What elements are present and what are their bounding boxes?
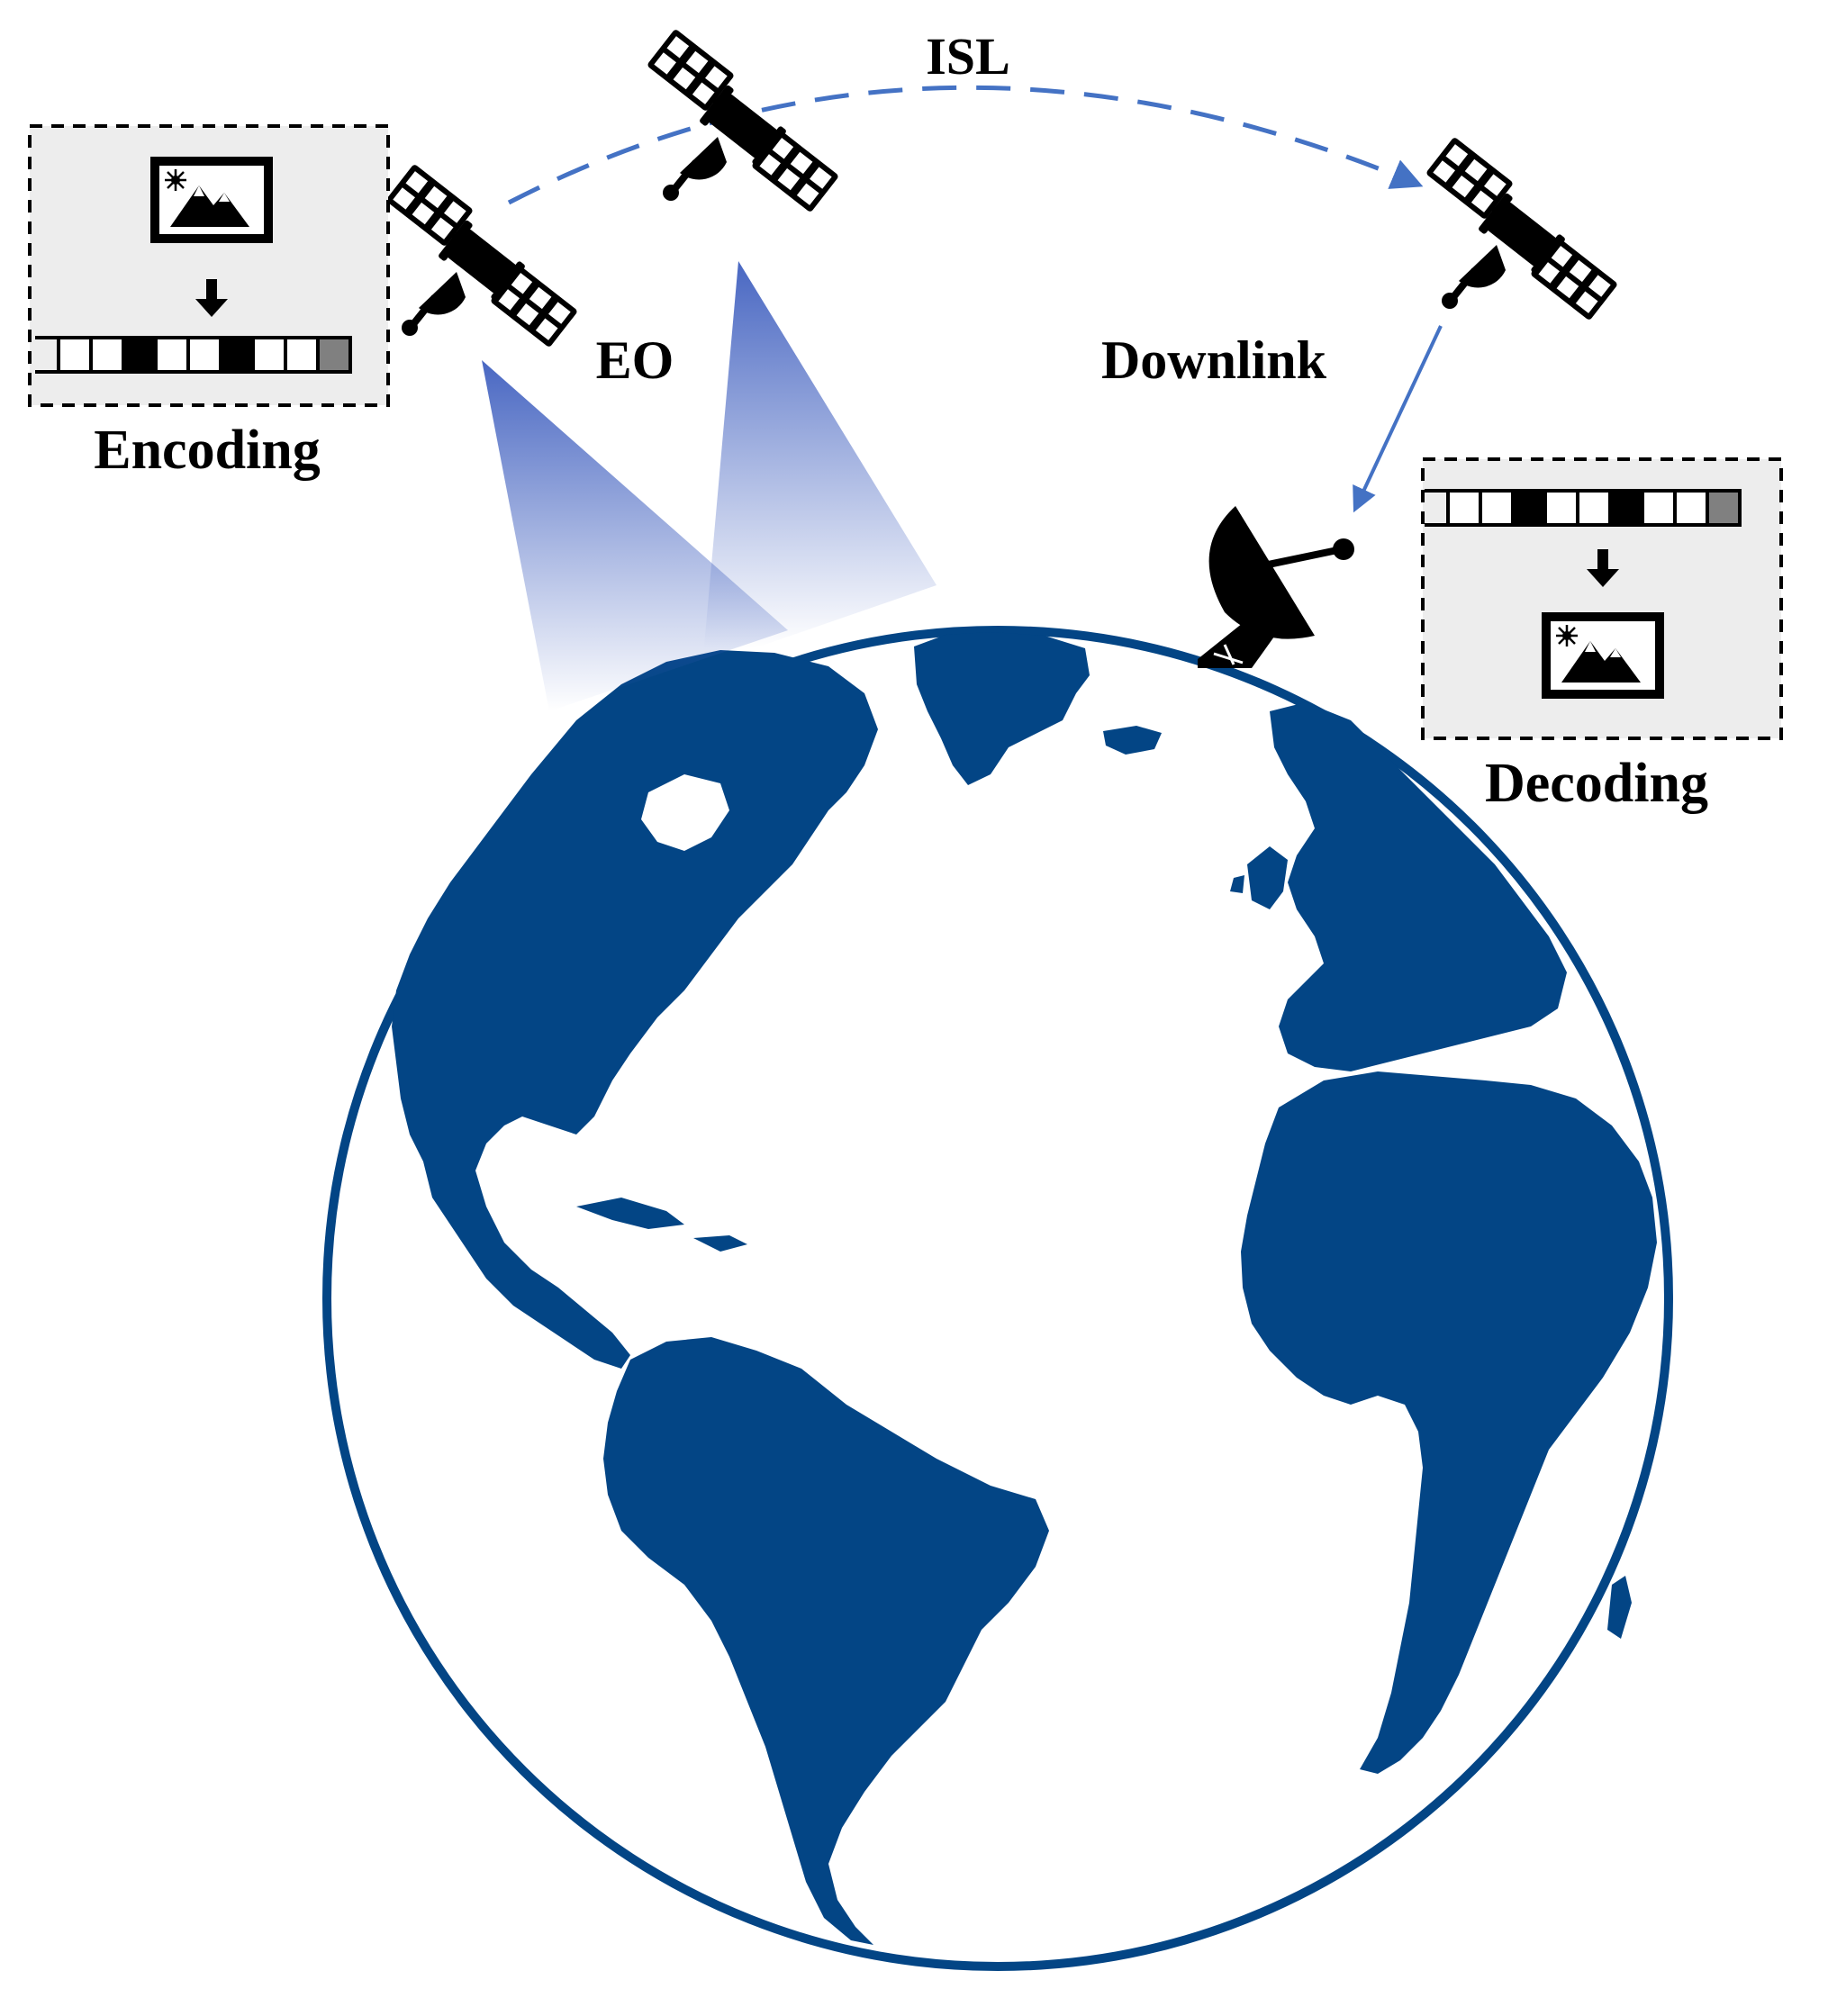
british-isles <box>1230 846 1288 909</box>
satellite-icon <box>1425 137 1618 321</box>
isl-label: ISL <box>926 27 1010 86</box>
bit-cell <box>186 336 222 374</box>
bit-cell <box>57 336 93 374</box>
bit-cell <box>89 336 125 374</box>
bit-cell <box>1576 489 1612 527</box>
eo-beam-right <box>702 261 937 666</box>
encoding-label: Encoding <box>94 420 321 481</box>
satellite-icon <box>385 164 578 348</box>
satellite-dish-icon <box>1198 506 1354 668</box>
continent-iceland <box>1103 726 1162 755</box>
bit-cell <box>284 336 320 374</box>
bit-cell <box>1608 489 1644 527</box>
continent-europe <box>1270 702 1567 1071</box>
bit-cell <box>219 336 255 374</box>
encoding-panel <box>28 124 390 407</box>
downlink-link <box>1353 325 1443 513</box>
bit-cell <box>316 336 352 374</box>
decoding-bitstream <box>1425 489 1742 527</box>
isl-link <box>507 85 1424 205</box>
downlink-label: Downlink <box>1101 330 1327 390</box>
continent-south-america <box>603 1337 1049 1945</box>
bit-cell <box>1706 489 1742 527</box>
continent-north-america <box>392 650 878 1369</box>
bit-cell <box>1641 489 1677 527</box>
bit-cell <box>1446 489 1482 527</box>
eo-label: EO <box>596 330 674 390</box>
bit-cell <box>251 336 287 374</box>
decoding-label: Decoding <box>1485 753 1708 814</box>
encoding-bitstream <box>35 336 352 374</box>
bit-cell <box>1511 489 1547 527</box>
continent-greenland <box>914 632 1090 785</box>
bit-cell <box>1673 489 1709 527</box>
caribbean-islands <box>576 1198 747 1252</box>
decoding-panel <box>1421 457 1783 740</box>
bit-cell <box>122 336 158 374</box>
satellite-icon <box>647 29 839 213</box>
bit-cell <box>1543 489 1579 527</box>
madagascar <box>1607 1576 1632 1639</box>
image-icon <box>1540 610 1666 701</box>
bit-cell <box>154 336 190 374</box>
bit-cell <box>1479 489 1515 527</box>
hudson-bay <box>641 774 729 851</box>
earth-globe <box>322 626 1673 1971</box>
image-icon <box>149 155 275 245</box>
continent-africa <box>1241 1071 1657 1774</box>
eo-beams <box>482 261 937 711</box>
